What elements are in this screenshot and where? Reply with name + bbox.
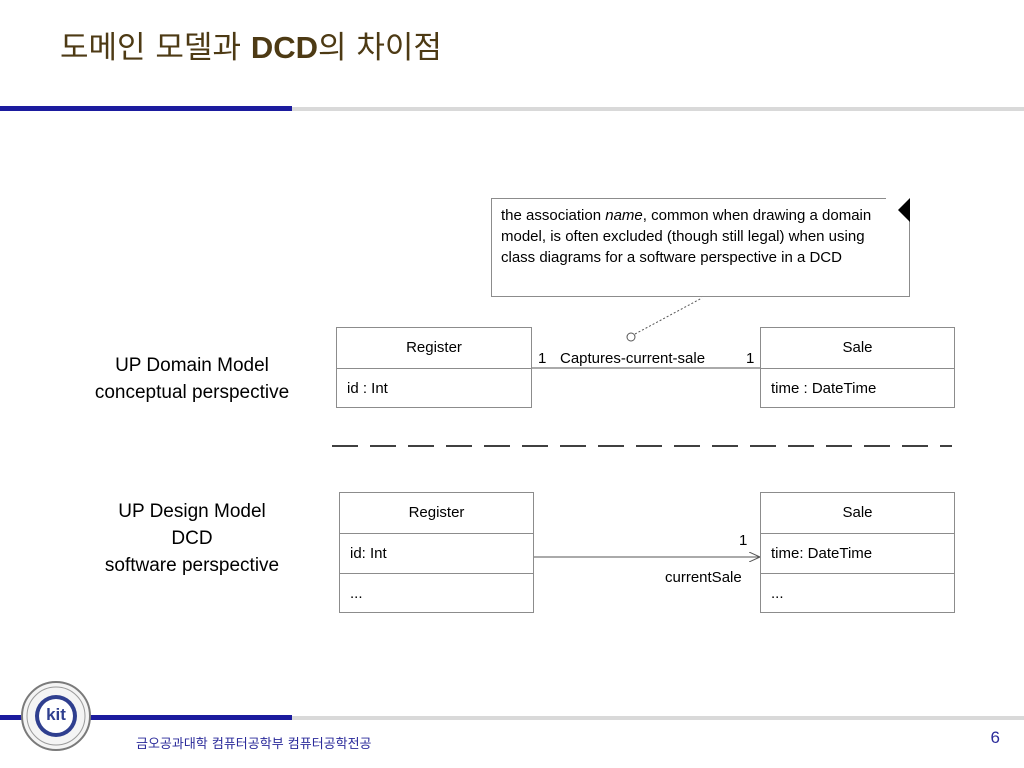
class-name: Register	[408, 504, 465, 521]
class-operations: ...	[761, 573, 954, 613]
design-register-class: Register id: Int ...	[339, 492, 534, 613]
note-anchor-circle	[626, 332, 636, 342]
class-name: Sale	[842, 504, 873, 521]
domain-sale-class: Sale time : DateTime	[760, 327, 955, 408]
logo-text: kit	[46, 705, 66, 724]
annotation-note: the association name, common when drawin…	[491, 198, 910, 297]
domain-register-class: Register id : Int	[336, 327, 532, 408]
design-multiplicity: 1	[739, 532, 748, 549]
domain-association-name: Captures-current-sale	[560, 350, 706, 367]
note-text-italic: name	[605, 207, 643, 224]
footer-department: 금오공과대학 컴퓨터공학부 컴퓨터공학전공	[136, 737, 372, 752]
class-name: Sale	[842, 339, 873, 356]
note-anchor-line	[634, 297, 703, 335]
class-attribute: time: DateTime	[761, 533, 954, 573]
note-text-before: the association	[501, 207, 606, 224]
design-role-name: currentSale	[665, 569, 742, 586]
note-fold-mask	[886, 198, 910, 222]
header-divider-bar	[292, 107, 1024, 111]
class-attribute: time : DateTime	[761, 368, 954, 408]
design-sale-class: Sale time: DateTime ...	[760, 492, 955, 613]
class-attribute: id: Int	[340, 533, 533, 573]
class-name: Register	[406, 339, 462, 356]
note-text-after: , common when drawing a domain model, is…	[501, 207, 872, 266]
class-attribute: id : Int	[337, 368, 531, 408]
domain-model-label: UP Domain Model conceptual perspective	[94, 355, 290, 403]
class-operations: ...	[340, 573, 533, 613]
domain-multiplicity-left: 1	[538, 350, 547, 367]
page-title: 도메인 모델과 DCD의 차이점	[60, 30, 442, 66]
footer-divider-bar	[292, 716, 1024, 720]
university-logo: kit	[20, 680, 92, 752]
domain-multiplicity-right: 1	[746, 350, 755, 367]
logo-seal-icon	[21, 681, 91, 751]
design-model-label: UP Design Model DCD software perspective	[104, 501, 280, 576]
footer-accent-bar	[0, 715, 292, 720]
header-accent-bar	[0, 106, 292, 111]
page-number: 6	[990, 728, 1000, 747]
